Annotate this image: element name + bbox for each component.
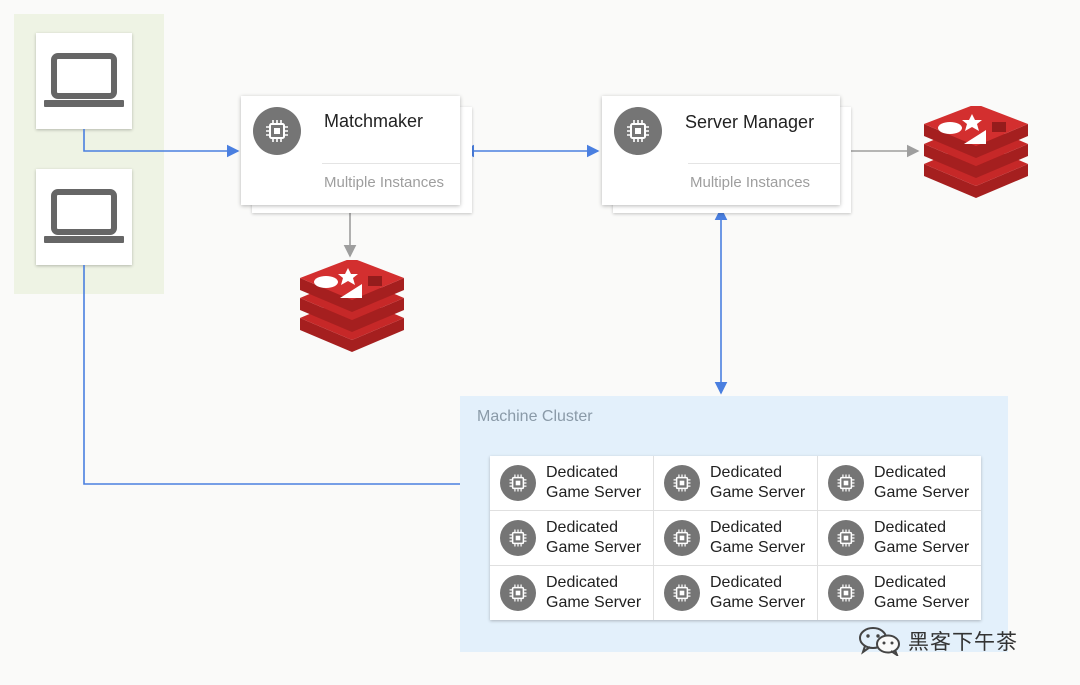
divider (688, 163, 840, 164)
server-label-line2: Game Server (710, 539, 806, 556)
wechat-icon (859, 627, 900, 656)
redis-icon (924, 106, 1028, 198)
server-label-line1: Dedicated (710, 574, 783, 591)
server-label-line1: Dedicated (546, 464, 619, 481)
matchmaker-subtitle: Multiple Instances (324, 174, 445, 191)
server-label-line2: Game Server (874, 539, 970, 556)
server-label-line2: Game Server (710, 594, 806, 611)
chip-icon (500, 575, 536, 611)
chip-icon (664, 575, 700, 611)
server-label-line1: Dedicated (546, 519, 619, 536)
divider (322, 163, 460, 164)
chip-icon (828, 465, 864, 501)
chip-icon (500, 520, 536, 556)
server-label-line2: Game Server (546, 594, 642, 611)
server-label-line2: Game Server (546, 484, 642, 501)
server-label-line1: Dedicated (874, 464, 947, 481)
server-label-line1: Dedicated (874, 519, 947, 536)
laptop-icon (44, 53, 124, 107)
chip-icon (664, 520, 700, 556)
client-card-1[interactable] (36, 33, 132, 129)
chip-icon-wrap (614, 107, 662, 155)
client-card-2[interactable] (36, 169, 132, 265)
chip-icon (828, 520, 864, 556)
matchmaker-node[interactable]: Matchmaker Multiple Instances (241, 96, 460, 205)
cluster-label: Machine Cluster (477, 408, 593, 425)
server-label-line2: Game Server (874, 484, 970, 501)
matchmaker-title: Matchmaker (324, 111, 424, 131)
server-label-line2: Game Server (546, 539, 642, 556)
server-manager-subtitle: Multiple Instances (690, 174, 811, 191)
server-label-line2: Game Server (710, 484, 806, 501)
server-label-line1: Dedicated (710, 464, 783, 481)
chip-icon (627, 120, 649, 142)
client-to-cluster-arrow (83, 265, 490, 491)
laptop-icon (44, 189, 124, 243)
server-manager-title: Server Manager (685, 112, 815, 132)
watermark-text: 黑客下午茶 (908, 631, 1018, 654)
server-manager-node[interactable]: Server Manager Multiple Instances (602, 96, 840, 205)
chip-icon (266, 120, 288, 142)
server-label-line1: Dedicated (710, 519, 783, 536)
server-label-line1: Dedicated (874, 574, 947, 591)
chip-icon (664, 465, 700, 501)
watermark: 黑客下午茶 (858, 626, 1018, 656)
server-label-line2: Game Server (874, 594, 970, 611)
chip-icon (828, 575, 864, 611)
client-to-matchmaker-arrow (83, 129, 240, 158)
chip-icon (500, 465, 536, 501)
server-label-line1: Dedicated (546, 574, 619, 591)
redis-icon (300, 260, 404, 352)
chip-icon-wrap (253, 107, 301, 155)
